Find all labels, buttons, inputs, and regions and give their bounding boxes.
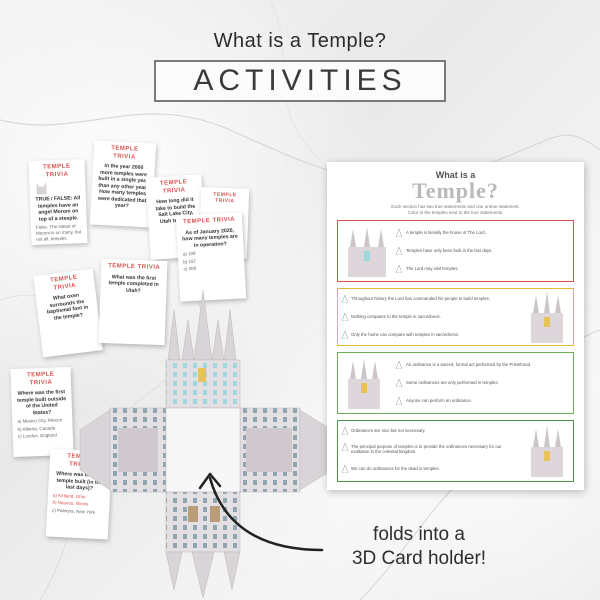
worksheet-section: A temple is literally the house of The L… [337,220,574,282]
caption-line-2: 3D Card holder! [351,547,487,569]
worksheet-statement: Ordinances are nice but not necessary. [351,428,426,433]
activities-banner: ACTIVITIES [154,60,446,102]
worksheet-title-main: Temple? [412,178,499,203]
page-headline: What is a Temple? [213,30,387,52]
worksheet-instructions-1: Each section has two true statements and… [391,204,520,209]
caption-line-1: folds into a [373,524,465,545]
temple-card-holder-template [79,289,333,599]
worksheet-statement: The principal purpose of temples is to p… [351,444,502,454]
worksheet-statement: Throughout history the Lord has commande… [351,296,491,301]
trivia-card: TEMPLE TRIVIA Where was the first temple… [10,366,74,458]
worksheet-section: Ordinances are nice but not necessary. T… [337,420,574,482]
card-question: Where was the first temple built outside… [16,389,67,416]
checkbox-temple-icon[interactable] [342,427,348,435]
card-question: In the year 2000 more temples were built… [97,163,149,210]
worksheet-title-top: What is a [435,170,476,180]
temple-icon [348,227,386,277]
card-question: As of January 2020, how many temples are… [182,227,238,249]
card-heading: TEMPLE TRIVIA [159,179,188,195]
checkbox-temple-icon[interactable] [396,265,402,273]
bottom-panel [165,491,241,599]
checkbox-temple-icon[interactable] [342,443,348,451]
card-option: c) London, England [17,432,57,440]
worksheet-statement: Some ordinances are only performed in te… [406,380,499,385]
card-option: b) Alberta, Canada [17,425,56,432]
checkbox-temple-icon[interactable] [342,295,348,303]
card-heading: TEMPLE TRIVIA [213,191,237,205]
card-question: TRUE / FALSE: All temples have an angel … [35,195,81,223]
worksheet-section: An ordinance is a sacred, formal act per… [337,352,574,414]
card-option: a) Mexico City, Mexico [17,417,63,424]
temple-worksheet: What is a Temple? Each section has two t… [327,162,584,490]
worksheet-statement: Nothing compares to the temple in sacred… [351,314,441,319]
worksheet-statement: A temple is literally the house of The L… [406,230,486,235]
worksheet-statement: Only the home can compare with temples i… [351,332,459,337]
right-panel [239,407,333,493]
checkbox-temple-icon[interactable] [396,229,402,237]
top-spires [165,289,241,409]
caption: folds into a 3D Card holder! [334,523,504,571]
worksheet-statement: Temples have only been built in the last… [406,248,493,253]
card-heading: TEMPLE TRIVIA [43,163,71,178]
temple-icon [531,425,563,477]
card-heading: TEMPLE TRIVIA [26,371,55,386]
card-heading: TEMPLE TRIVIA [111,145,139,161]
curved-arrow-icon [198,472,324,552]
worksheet-statement: The Lord may visit temples. [406,266,459,271]
center-base [165,407,241,493]
checkbox-temple-icon[interactable] [396,379,402,387]
trivia-card: TEMPLE TRIVIA TRUE / FALSE: All temples … [28,159,88,245]
checkbox-temple-icon[interactable] [396,247,402,255]
worksheet-statement: Anyone can perform an ordinance. [406,398,472,403]
worksheet-section: Throughout history the Lord has commande… [337,288,574,346]
card-heading: TEMPLE TRIVIA [108,263,161,271]
worksheet-statement: We can do ordinances for the dead in tem… [351,466,440,471]
checkbox-temple-icon[interactable] [342,313,348,321]
worksheet-statement: An ordinance is a sacred, formal act per… [406,362,532,367]
checkbox-temple-icon[interactable] [342,465,348,473]
left-panel [79,407,167,493]
checkbox-temple-icon[interactable] [342,331,348,339]
checkbox-temple-icon[interactable] [396,361,402,369]
checkbox-temple-icon[interactable] [396,397,402,405]
temple-icon [36,182,47,195]
card-note: False. The statue of Moroni is on many, … [35,223,82,242]
worksheet-instructions-2: Color in the temples next to the true st… [407,210,504,215]
temple-icon [531,291,563,343]
temple-icon [348,359,380,409]
card-heading: TEMPLE TRIVIA [182,216,236,226]
card-option: c) 209 [183,266,197,272]
